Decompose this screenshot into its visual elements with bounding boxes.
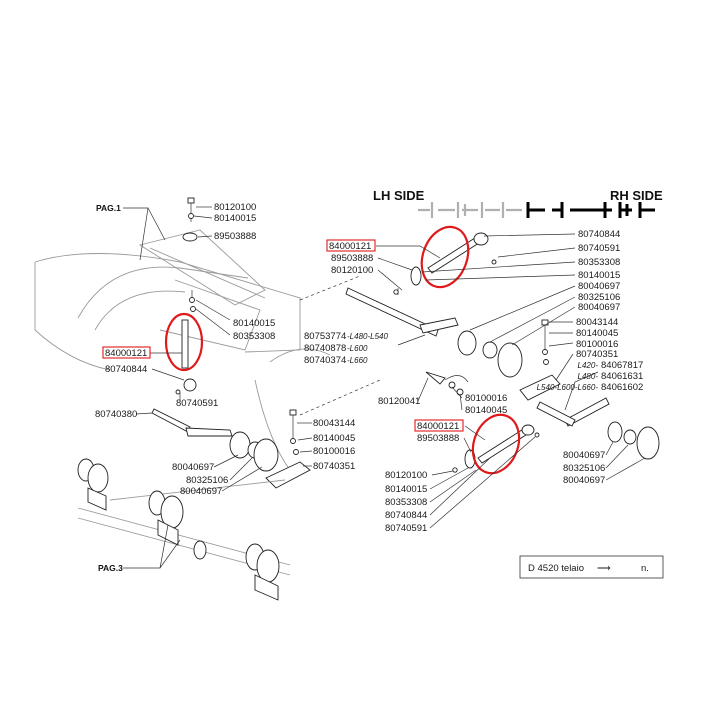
pag3-axle-assembly [77,458,291,601]
part-label: 80120100 [331,265,373,276]
part-label: 80353308 [578,257,620,268]
part-label: 80140045 [465,405,507,416]
right-crank-shaft [536,397,660,460]
part-label: 80140015 [214,213,256,224]
variant-range: L480- [578,372,599,381]
leader-lines [123,206,646,569]
part-label: 80140015 [578,270,620,281]
serial-box-frame [519,555,664,579]
shaft-variant-labels: 80753774 -L480-L540 80740878 -L600 80740… [304,331,388,366]
part-label: 80353308 [385,497,427,508]
part-label: 80043144 [313,418,355,429]
left-pin-84000121 [164,312,204,395]
variant-range: L540-L600-L660- [537,383,599,392]
part-label: 80740844 [578,229,620,240]
part-label: 89503888 [417,433,459,444]
highlight-box [414,419,464,432]
part-label: 80753774 [304,331,346,342]
variant-note: -L600 [347,344,368,353]
part-label: 80740591 [578,243,620,254]
left-crank-shaft [151,408,279,472]
lh-side-label: LH SIDE [373,188,425,203]
part-label: 89503888 [331,253,373,264]
rh-side-label: RH SIDE [610,188,663,203]
part-label: 80100016 [465,393,507,404]
part-label: 80740591 [385,523,427,534]
part-label: 80740844 [385,510,427,521]
part-label: 80120100 [214,202,256,213]
part-label: 80043144 [576,317,618,328]
section-headers: LH SIDE RH SIDE PAG.1 PAG.3 [96,188,663,573]
pag3-ref: PAG.3 [98,563,123,573]
part-label-highlighted: 84000121 [329,241,371,252]
part-label-highlighted: 84000121 [105,348,147,359]
part-label: 80100016 [313,446,355,457]
serial-text: D 4520 telaio [528,563,584,574]
part-label-highlighted: 84000121 [417,421,459,432]
serial-box: D 4520 telaio ⟶ n. [519,555,664,579]
part-label: 80040697 [180,486,222,497]
right-main-shaft [345,287,523,378]
part-label: 80040697 [578,281,620,292]
left-bolt-stack [182,197,198,312]
part-label: 80040697 [172,462,214,473]
part-label: 80740351 [313,461,355,472]
part-label: 80740374 [304,355,346,366]
part-label: 80325106 [563,463,605,474]
length-variant-labels: L420- 84067817 L480- 84061631 L540-L600-… [537,360,644,393]
part-label: 80040697 [563,475,605,486]
part-label: 80740351 [576,349,618,360]
part-label: 80740380 [95,409,137,420]
part-label: 80040697 [563,450,605,461]
part-label: 80740591 [176,398,218,409]
part-label: 80325106 [578,292,620,303]
variant-note: -L480-L540 [347,332,388,341]
part-label: 84061602 [601,382,643,393]
part-label: 80353308 [233,331,275,342]
side-key-graphic [418,202,655,218]
variant-note: -L660 [347,356,368,365]
right-top-pin-84000121 [410,225,497,289]
highlight-box [326,239,376,252]
part-label: 80140045 [313,433,355,444]
part-label: 80040697 [578,302,620,313]
part-label: 80140015 [233,318,275,329]
variant-range: L420- [578,361,599,370]
highlight-box [102,346,151,359]
part-label: 89503888 [214,231,256,242]
serial-suffix: n. [641,563,649,574]
part-label: 80740844 [105,364,147,375]
right-clamp [519,319,561,401]
left-part-labels: 80120100 80140015 89503888 80140015 8035… [95,202,355,497]
part-label: 80120100 [385,470,427,481]
part-label: 80740878 [304,343,346,354]
part-label: 80140045 [576,328,618,339]
left-clamp [265,409,311,489]
right-middle-hardware [425,371,469,396]
part-label: 80325106 [186,475,228,486]
arrow-icon: ⟶ [597,563,611,574]
left-frame-ghost [34,229,331,471]
part-label: 80120041 [378,396,420,407]
part-label: 80140015 [385,484,427,495]
right-part-labels: 84000121 89503888 80120100 80740844 8074… [326,229,620,534]
part-label: 84061631 [601,371,643,382]
pag1-ref: PAG.1 [96,203,121,213]
part-label: 84067817 [601,360,643,371]
part-label: 80100016 [576,339,618,350]
